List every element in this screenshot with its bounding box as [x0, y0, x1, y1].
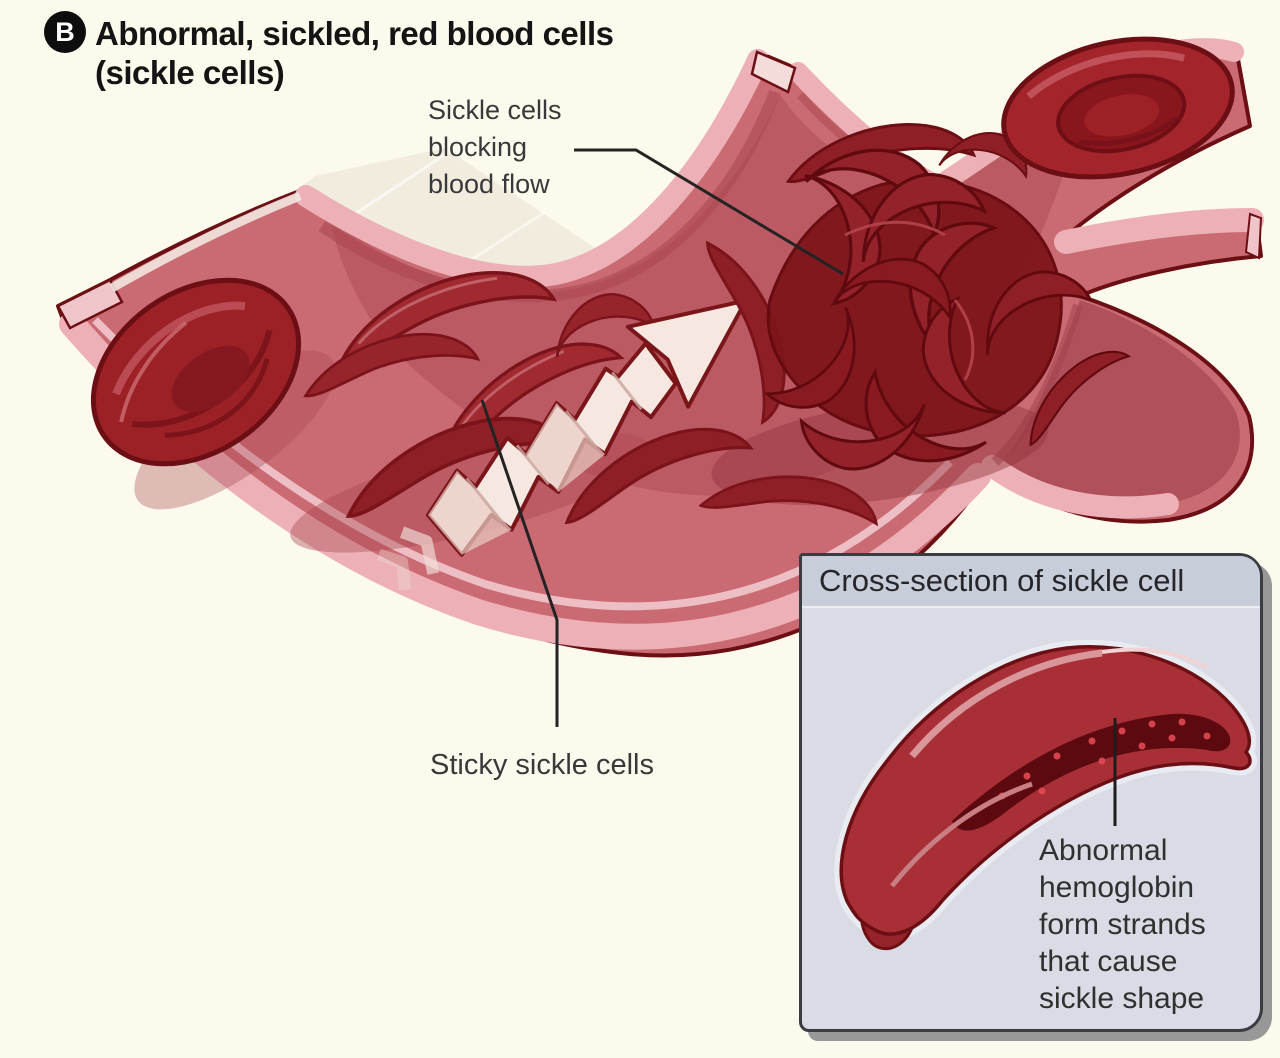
- inset-sickle-cell-drawing: [834, 639, 1257, 951]
- leader-line-sticky: [480, 399, 559, 727]
- vessel-cut-face: [750, 50, 797, 94]
- upper-wall-band: [295, 49, 769, 288]
- blood-flow-arrow: [377, 298, 748, 591]
- figure-title-line2: (sickle cells): [95, 54, 285, 91]
- left-opening-cut-face: [56, 278, 124, 330]
- figure-title: Abnormal, sickled, red blood cells (sick…: [95, 14, 614, 92]
- trough-lip-band: [981, 455, 1179, 519]
- folded-red-cell-top-right: [1001, 36, 1235, 180]
- label-sticky-sickle-cells: Sticky sickle cells: [430, 749, 654, 781]
- label-abnormal-hemoglobin: Abnormal hemoglobin form strands that ca…: [1039, 834, 1206, 1015]
- hemoglobin-dots: [998, 718, 1211, 800]
- label-sickle-cells-blocking: Sickle cells blocking blood flow: [428, 95, 562, 199]
- figure-title-line1: Abnormal, sickled, red blood cells: [95, 15, 614, 52]
- leader-line-blocking: [574, 148, 844, 276]
- inset-cross-section-panel: Cross-section of sickle cell Ab: [799, 553, 1263, 1032]
- panel-letter-badge: B: [44, 11, 86, 53]
- inset-panel-title: Cross-section of sickle cell: [802, 556, 1260, 608]
- blockage-sickle-cells: [763, 148, 1132, 471]
- lower-arm-band: [1054, 208, 1264, 254]
- folded-red-cell-left: [90, 277, 302, 467]
- foreground-sickle-cells: [564, 240, 879, 527]
